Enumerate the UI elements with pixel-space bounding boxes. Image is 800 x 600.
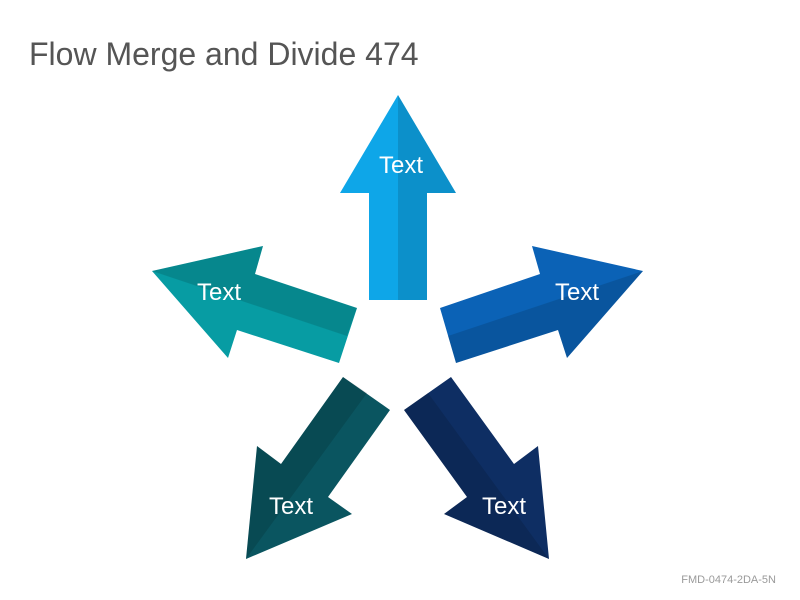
arrow-right-label: Text (555, 279, 599, 306)
slide-title: Flow Merge and Divide 474 (29, 36, 419, 72)
arrow-up-label: Text (379, 152, 423, 179)
arrow-down-left: Text (246, 377, 390, 559)
arrow-left-label: Text (197, 279, 241, 306)
arrow-right: Text (440, 246, 643, 363)
footer-code: FMD-0474-2DA-5N (681, 574, 776, 586)
arrow-down-right-label: Text (482, 493, 526, 520)
arrow-down-left-label: Text (269, 493, 313, 520)
arrow-down-right: Text (404, 377, 549, 559)
arrow-up: Text (340, 95, 456, 300)
arrow-left: Text (152, 246, 357, 363)
